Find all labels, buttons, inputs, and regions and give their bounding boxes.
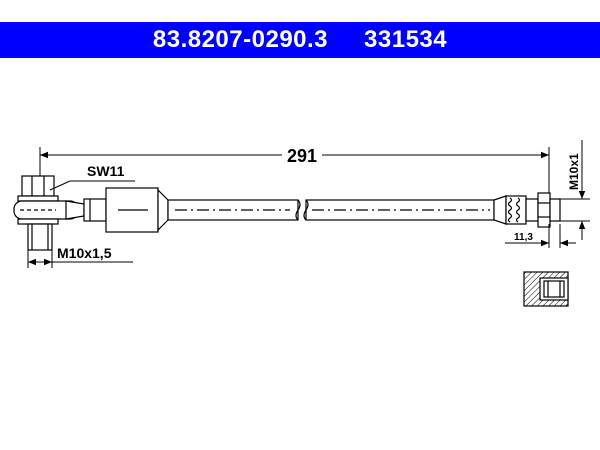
thread-right-label: M10x1 [567,153,581,190]
wrench-size-label: SW11 [87,163,125,179]
thread-left-dimension: M10x1,5 [27,245,133,268]
hose-body [105,187,495,233]
offset-dimension: 11,3 [505,224,576,248]
length-dimension: 291 [39,146,550,205]
banjo-fitting [13,175,107,251]
wrench-size-callout: SW11 [49,163,135,191]
article-number: 331534 [364,26,448,53]
thread-left-label: M10x1,5 [57,245,112,261]
length-label: 291 [287,146,317,166]
title-banner: 83.8207-0290.3 331534 [0,22,600,58]
section-detail [523,271,569,307]
thread-right-dimension: M10x1 [560,140,590,240]
right-fitting [493,192,561,228]
part-number: 83.8207-0290.3 [152,26,329,53]
offset-label: 11,3 [514,232,533,243]
